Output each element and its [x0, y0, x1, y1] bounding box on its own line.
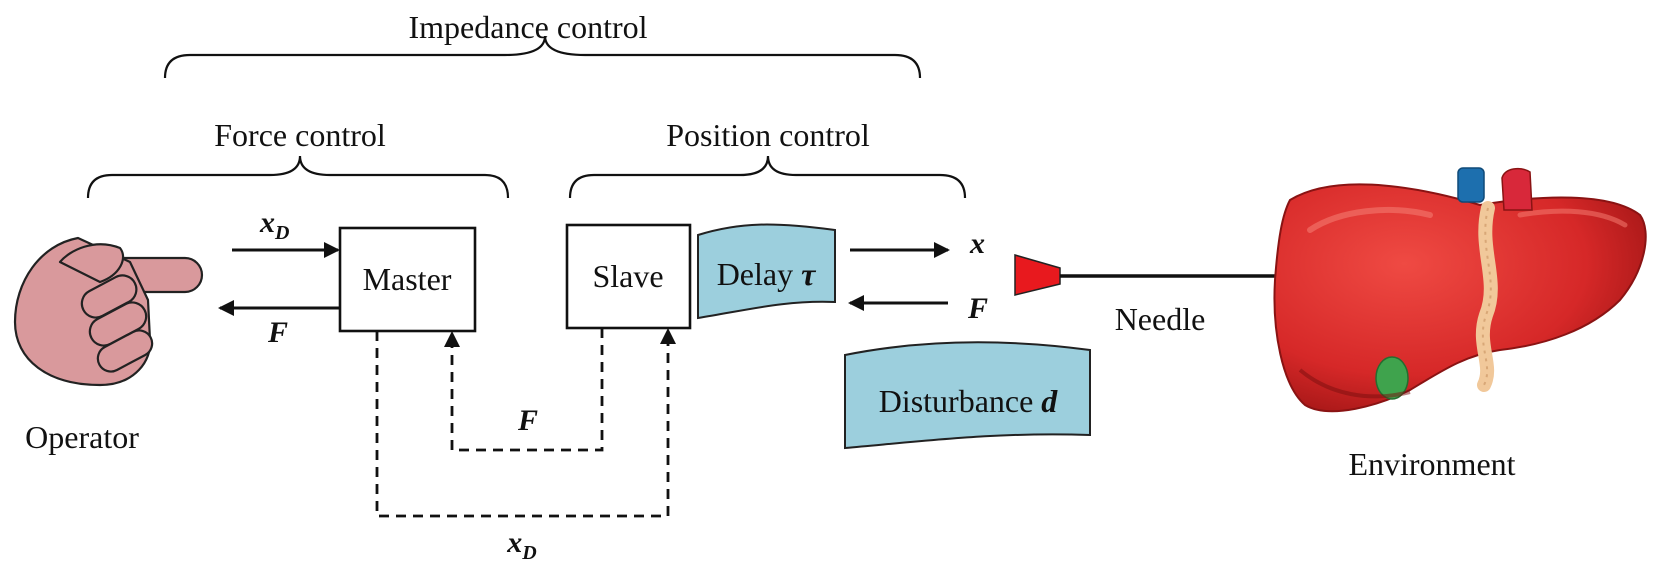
impedance-brace	[163, 35, 922, 79]
f-return-label: F	[967, 292, 988, 325]
delay-block	[697, 223, 836, 320]
master-label: Master	[363, 261, 452, 297]
environment-label: Environment	[1348, 446, 1515, 482]
needle-label: Needle	[1115, 301, 1206, 337]
force-control-label: Force control	[214, 117, 386, 153]
disturbance-label: Disturbance d	[879, 383, 1059, 419]
xd-feedback-label: xD	[506, 526, 536, 564]
x-output-label: x	[969, 227, 985, 260]
impedance-control-label: Impedance control	[409, 9, 648, 45]
operator-label: Operator	[25, 419, 139, 455]
f-feedback-line	[444, 328, 604, 452]
xd-feedback-line	[375, 328, 676, 518]
f-output-label: F	[267, 316, 288, 349]
f-feedback-label: F	[517, 404, 538, 437]
delay-label: Delay τ	[717, 256, 817, 292]
master-block	[338, 226, 477, 333]
disturbance-block	[844, 341, 1091, 450]
liver-icon	[1273, 167, 1647, 413]
position-brace	[568, 155, 967, 199]
force-brace	[86, 155, 510, 199]
slave-label: Slave	[592, 258, 663, 294]
xd-input-label: xD	[259, 206, 289, 244]
needle-tip-icon	[1014, 254, 1061, 296]
pointing-hand-icon	[13, 236, 204, 387]
slave-block	[565, 223, 692, 330]
position-control-label: Position control	[666, 117, 870, 153]
